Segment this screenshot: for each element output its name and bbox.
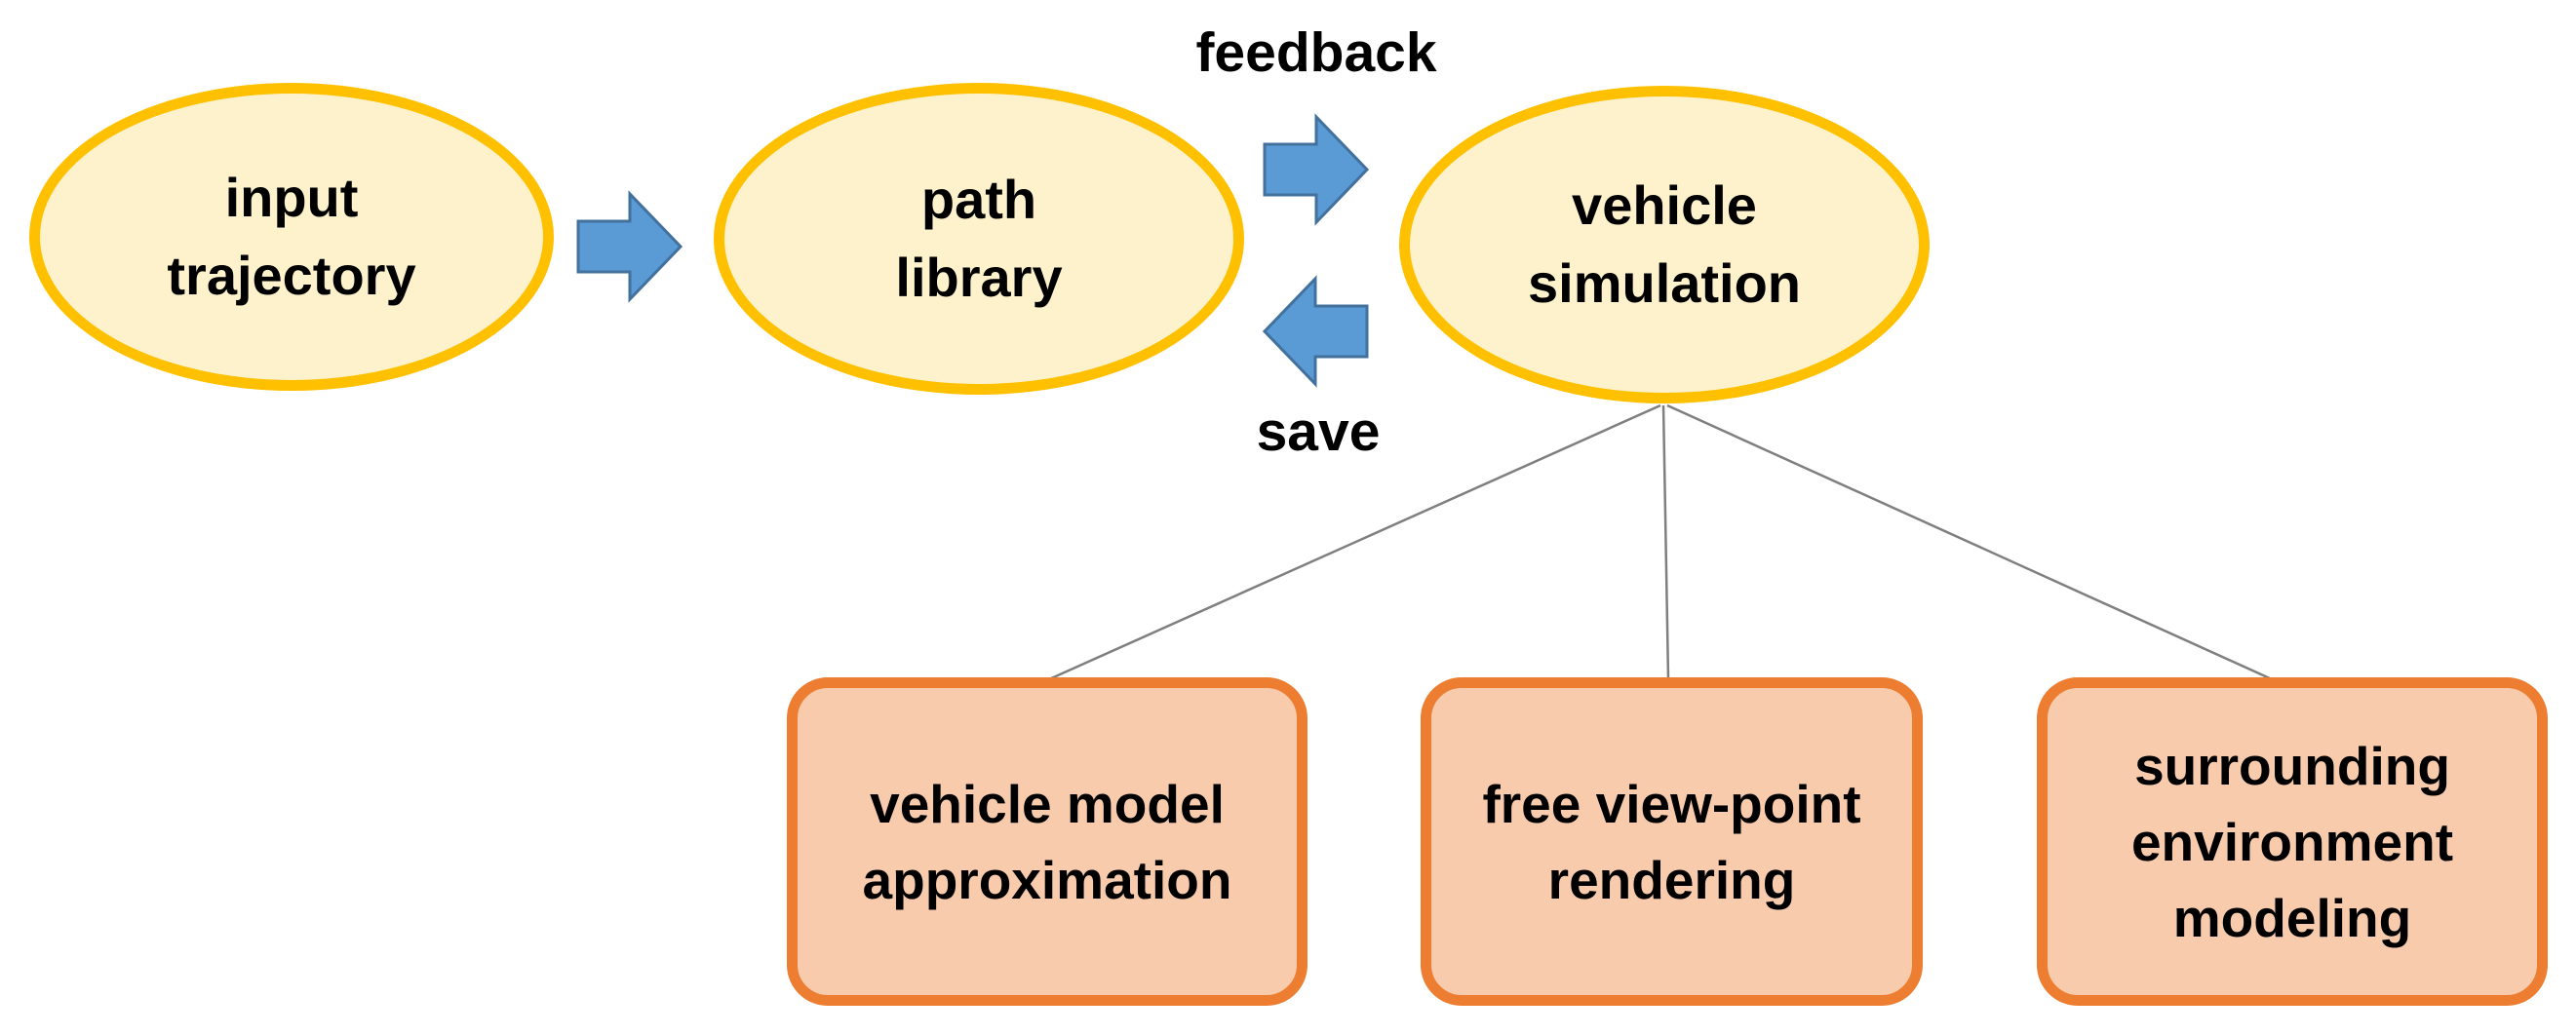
node-vehicle-simulation-label: vehicle simulation [1527,174,1802,314]
save-label: save [1256,401,1381,463]
node-free-view-point-rendering: free view-point rendering [1421,677,1923,1006]
node-free-view-point-rendering-label: free view-point rendering [1482,773,1861,910]
feedback-arrow-right-icon [1263,113,1370,226]
node-vehicle-model-approximation: vehicle model approximation [787,677,1308,1006]
node-vehicle-simulation: vehicle simulation [1399,86,1930,403]
feedback-label: feedback [1195,21,1437,84]
node-path-library-label: path library [895,169,1063,308]
node-input-trajectory-label: input trajectory [167,167,416,306]
arrow-right-icon [576,190,683,303]
node-surrounding-environment-modeling: surrounding environment modeling [2037,677,2548,1006]
save-arrow-left-icon [1262,275,1369,388]
node-path-library: path library [714,83,1244,395]
node-input-trajectory: input trajectory [29,83,554,391]
node-surrounding-environment-modeling-label: surrounding environment modeling [2130,735,2454,948]
connector-to-free-view-point-rendering [1661,404,1670,680]
connector-to-surrounding-environment-modeling [1666,403,2273,681]
node-vehicle-model-approximation-label: vehicle model approximation [862,773,1232,910]
